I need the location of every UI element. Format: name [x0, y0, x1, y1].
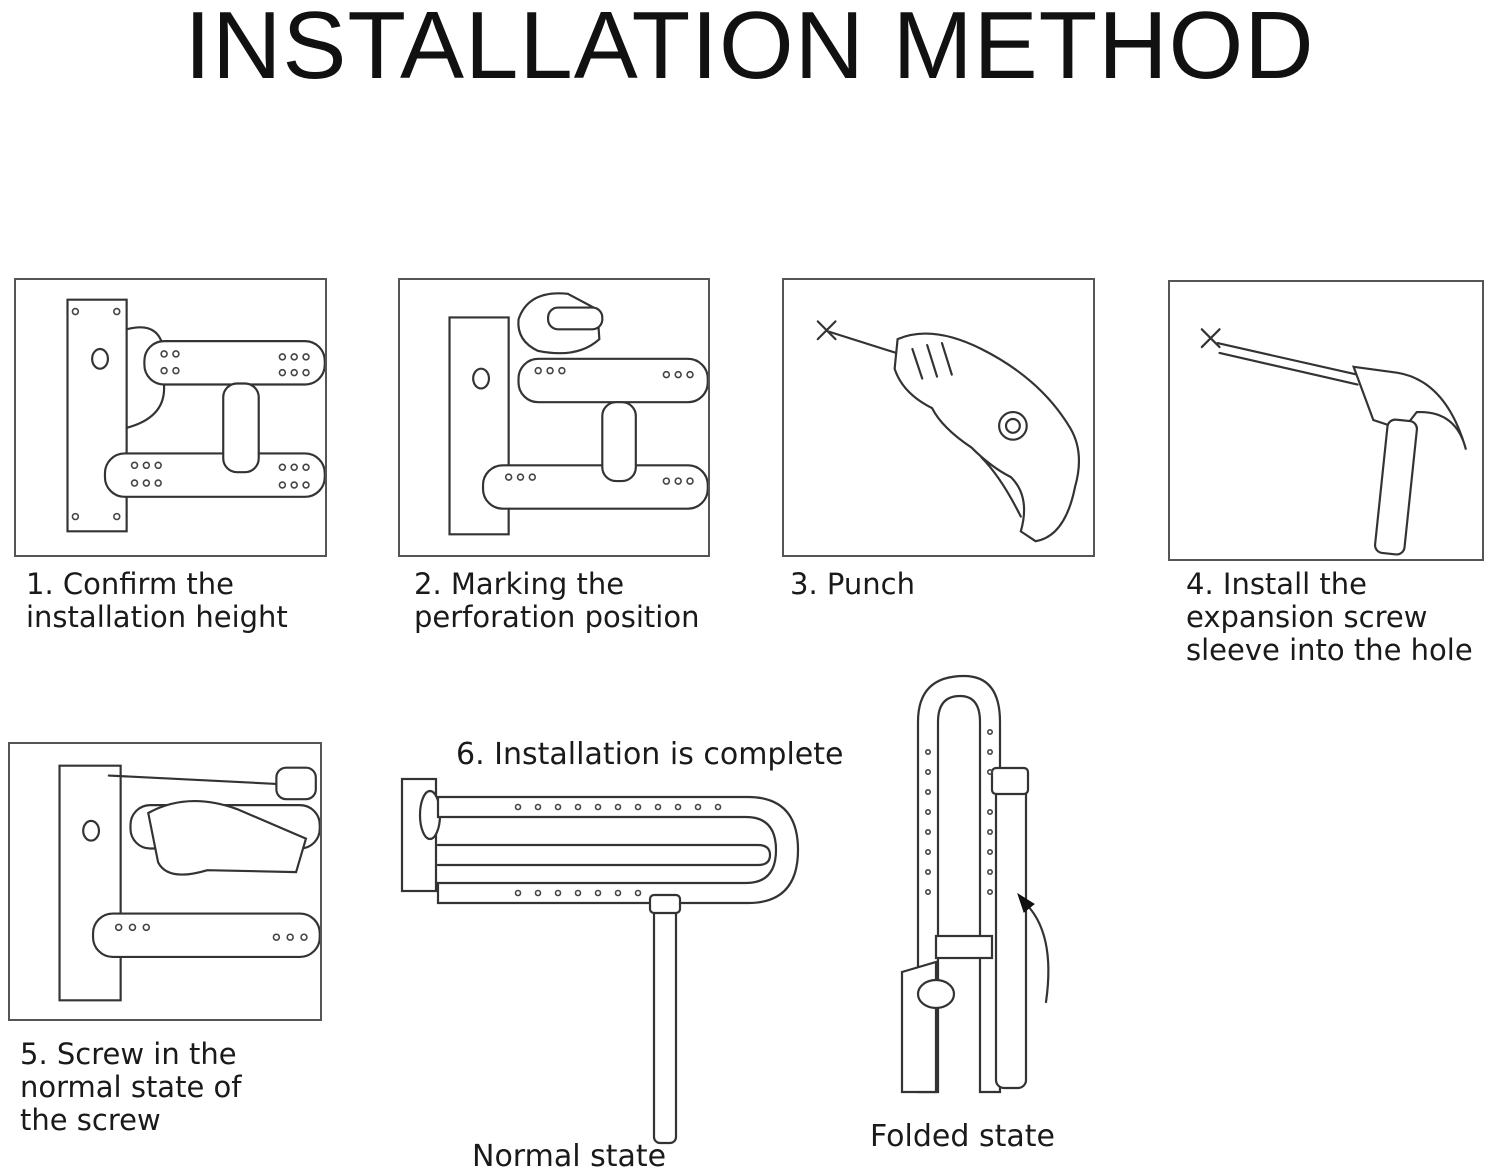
- grab-bar-wall-mount-icon: [66, 298, 325, 533]
- screwdriver-hand-icon: [58, 764, 320, 1002]
- normal-state-label: Normal state: [472, 1139, 667, 1174]
- page-title: INSTALLATION METHOD: [184, 0, 1315, 99]
- folded-state-illustration: [896, 672, 1066, 1096]
- hammer-icon: [1200, 328, 1468, 556]
- grab-bar-normal-icon: [400, 777, 800, 1145]
- step-2-illustration: [398, 278, 710, 557]
- grab-bar-folded-icon: [900, 674, 1050, 1094]
- step-4-illustration: [1168, 280, 1484, 561]
- step-5-illustration: [8, 742, 322, 1021]
- drill-icon: [816, 320, 1081, 543]
- step-3-caption: 3. Punch: [790, 567, 915, 601]
- normal-state-illustration: [398, 775, 803, 1147]
- step-6-caption: 6. Installation is complete: [456, 737, 844, 772]
- folded-state-label: Folded state: [870, 1119, 1055, 1154]
- marking-hand-icon: [448, 292, 708, 536]
- step-3-illustration: [782, 278, 1095, 557]
- step-1-illustration: [14, 278, 327, 557]
